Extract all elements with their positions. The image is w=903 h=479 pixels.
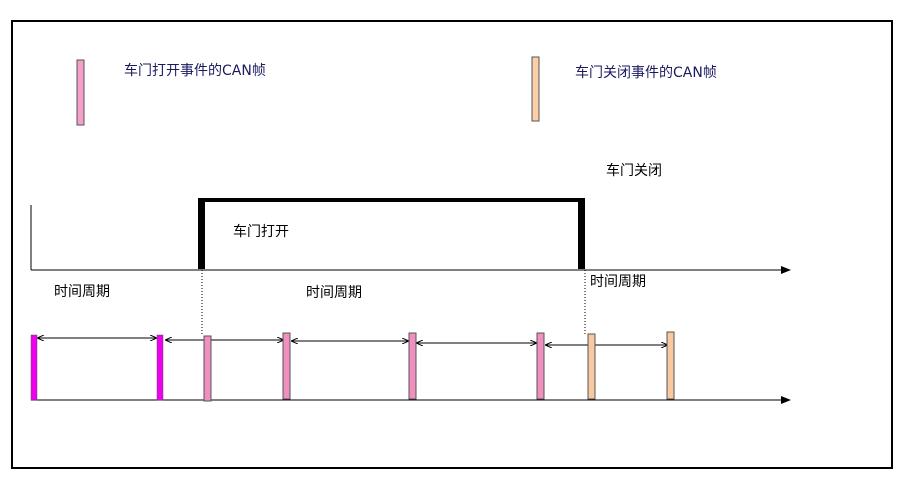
diagram-border xyxy=(11,20,893,469)
door-close-edge xyxy=(578,200,585,269)
door-open-edge xyxy=(198,200,205,269)
door-close-label: 车门关闭 xyxy=(606,162,662,179)
legend-close-event-label: 车门关闭事件的CAN帧 xyxy=(575,64,717,81)
legend: 车门打开事件的CAN帧 车门关闭事件的CAN帧 xyxy=(76,56,717,126)
legend-open-event-label: 车门打开事件的CAN帧 xyxy=(124,62,266,79)
legend-close-event-swatch xyxy=(531,56,540,122)
door-state-signal: 车门打开 车门关闭 xyxy=(30,162,662,270)
legend-open-event-swatch xyxy=(76,59,85,126)
can-frames xyxy=(30,331,675,402)
door-close-can-frame xyxy=(666,331,675,400)
period-arrows xyxy=(37,338,668,345)
period-label-1: 时间周期 xyxy=(54,284,110,300)
door-open-label: 车门打开 xyxy=(233,223,289,240)
door-open-can-frame xyxy=(203,335,212,402)
door-open-can-frame xyxy=(536,332,545,400)
door-open-can-frame xyxy=(282,332,291,400)
door-close-can-frame xyxy=(587,333,596,400)
period-label-2: 时间周期 xyxy=(306,285,362,301)
door-open-can-frame xyxy=(408,332,417,400)
period-label-3: 时间周期 xyxy=(590,274,646,290)
periodic-can-frame xyxy=(156,334,164,401)
periodic-can-frame xyxy=(30,334,38,401)
